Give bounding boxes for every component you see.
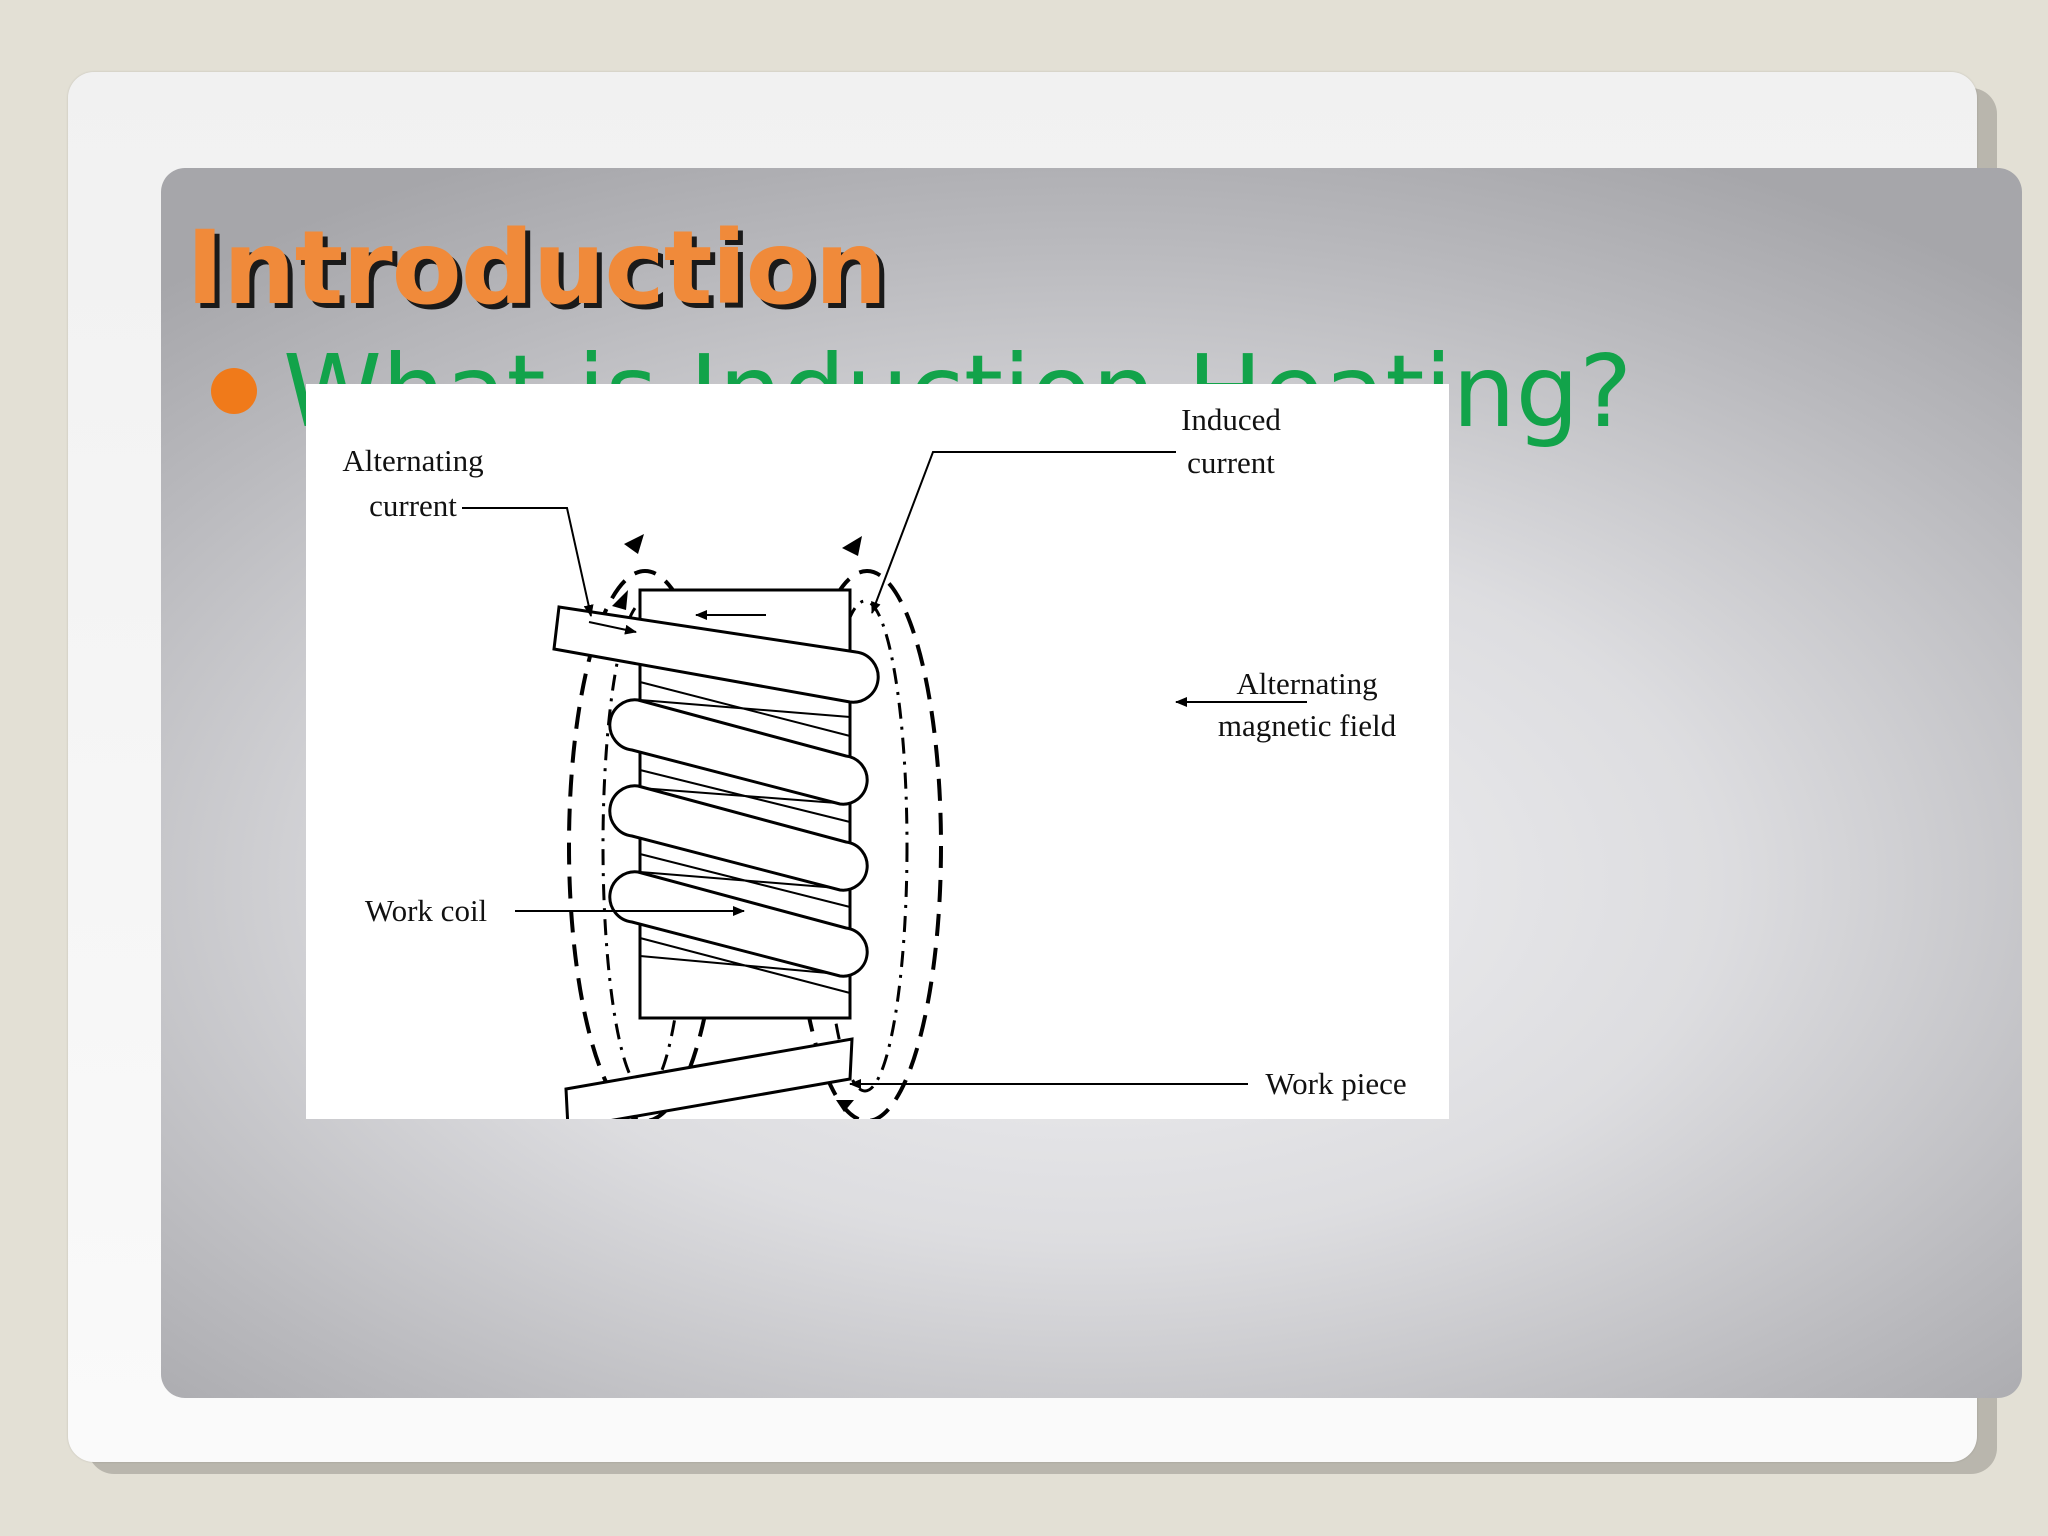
slide-title: Introduction <box>186 209 887 328</box>
label-work-coil: Work coil <box>365 893 487 928</box>
field-arrow-top-right <box>842 536 862 556</box>
leader-lines <box>462 451 1307 1089</box>
leader-alternating-current <box>462 507 594 617</box>
label-magnetic-field-2: magnetic field <box>1218 708 1397 743</box>
label-alternating-current-1: Alternating <box>342 443 483 478</box>
field-arrow-left-top <box>612 590 628 610</box>
label-magnetic-field-1: Alternating <box>1236 666 1377 701</box>
right-inner-field-loop <box>821 599 909 1093</box>
induction-heating-diagram: Alternating current Induced current Alte… <box>306 384 1449 1119</box>
coil-bottom-lead <box>564 1037 854 1119</box>
label-work-piece: Work piece <box>1265 1066 1406 1101</box>
label-alternating-current-2: current <box>369 488 457 523</box>
field-arrow-top-left <box>624 534 644 554</box>
alternating-current-flow-arrow <box>588 621 637 635</box>
label-induced-current-2: current <box>1187 445 1275 480</box>
coil-back-turns <box>639 681 851 994</box>
coil-turn-2 <box>608 784 869 892</box>
label-induced-current-1: Induced <box>1181 402 1281 437</box>
coil-turn-1 <box>608 698 869 806</box>
field-arrow-right-bottom <box>836 1100 854 1112</box>
leader-induced-current <box>871 451 1176 614</box>
bullet-dot-icon <box>211 368 257 414</box>
coil-turn-3 <box>608 870 869 978</box>
